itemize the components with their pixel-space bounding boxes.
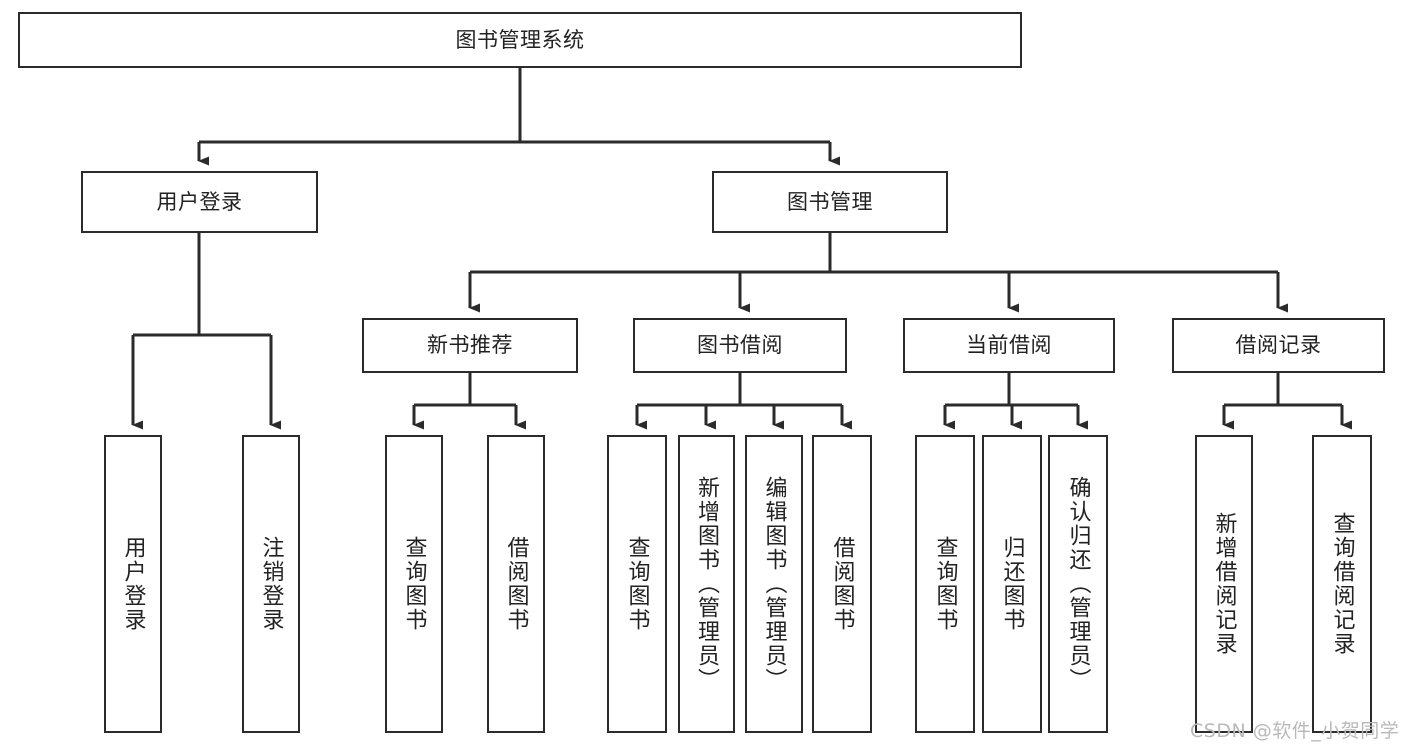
node-label: 新增借阅记录: [1211, 512, 1237, 656]
edge-new-book-rec-to-leaves: [412, 373, 526, 430]
leaf-borrow-book[interactable]: 借阅图书: [812, 435, 872, 733]
node-label: 编辑图书（管理员）: [761, 476, 787, 692]
node-label: 新增图书（管理员）: [694, 476, 720, 692]
node-book-manage[interactable]: 图书管理: [712, 171, 948, 233]
leaf-query-book-borrow[interactable]: 查询图书: [607, 435, 667, 733]
node-label: 新书推荐: [427, 333, 513, 358]
node-label: 查询图书: [624, 536, 650, 632]
node-book-borrow[interactable]: 图书借阅: [633, 318, 847, 373]
node-label: 当前借阅: [966, 333, 1052, 358]
node-user-login[interactable]: 用户登录: [81, 171, 318, 233]
edge-root-to-level2: [197, 68, 840, 166]
node-label: 查询借阅记录: [1329, 512, 1355, 656]
node-label: 用户登录: [120, 536, 146, 632]
edge-book-borrow-to-leaves: [635, 373, 852, 430]
node-label: 查询图书: [401, 536, 427, 632]
edge-book-manage-to-level3: [468, 233, 1288, 313]
leaf-confirm-return-admin[interactable]: 确认归还（管理员）: [1048, 435, 1108, 733]
leaf-query-borrow-record[interactable]: 查询借阅记录: [1312, 435, 1372, 733]
edge-user-login-to-leaves: [131, 233, 281, 430]
leaf-return-book[interactable]: 归还图书: [982, 435, 1042, 733]
node-label: 借阅记录: [1235, 333, 1322, 358]
node-borrow-record[interactable]: 借阅记录: [1172, 318, 1385, 373]
node-label: 注销登录: [258, 536, 284, 632]
node-label: 用户登录: [156, 189, 243, 214]
node-label: 确认归还（管理员）: [1065, 476, 1091, 692]
node-root-system[interactable]: 图书管理系统: [18, 12, 1022, 68]
node-current-borrow[interactable]: 当前借阅: [903, 318, 1115, 373]
leaf-edit-book-admin[interactable]: 编辑图书（管理员）: [745, 435, 803, 733]
node-label: 归还图书: [999, 536, 1025, 632]
node-label: 借阅图书: [829, 536, 855, 632]
node-new-book-recommend[interactable]: 新书推荐: [362, 318, 578, 373]
leaf-add-borrow-record[interactable]: 新增借阅记录: [1195, 435, 1253, 733]
leaf-query-book-recommend[interactable]: 查询图书: [385, 435, 443, 733]
node-label: 借阅图书: [503, 536, 529, 632]
node-label: 查询图书: [932, 536, 958, 632]
leaf-query-book-current[interactable]: 查询图书: [915, 435, 975, 733]
leaf-user-login[interactable]: 用户登录: [104, 435, 162, 733]
node-label: 图书借阅: [697, 333, 783, 358]
leaf-borrow-book-recommend[interactable]: 借阅图书: [487, 435, 545, 733]
edge-current-borrow-to-leaves: [943, 373, 1088, 430]
leaf-add-book-admin[interactable]: 新增图书（管理员）: [678, 435, 735, 733]
node-label: 图书管理系统: [455, 27, 585, 52]
node-label: 图书管理: [787, 189, 873, 214]
leaf-logout[interactable]: 注销登录: [242, 435, 300, 733]
edge-borrow-record-to-leaves: [1222, 373, 1352, 430]
